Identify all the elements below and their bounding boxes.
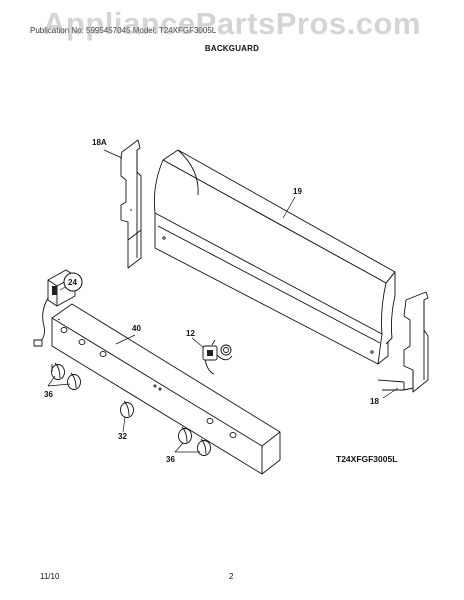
part-40-control-panel[interactable] [51, 303, 281, 475]
part-36-knob-left-2[interactable] [67, 372, 81, 390]
part-12-ignition-component[interactable] [202, 339, 233, 375]
section-title: BACKGUARD [204, 44, 260, 53]
callout-18[interactable]: 18 [370, 397, 379, 406]
callout-36-left[interactable]: 36 [44, 390, 53, 399]
callout-24-circle [63, 272, 83, 292]
callout-18a[interactable]: 18A [92, 138, 107, 147]
footer-page-number: 2 [229, 572, 234, 581]
callout-19[interactable]: 19 [293, 187, 302, 196]
part-32-knob[interactable] [120, 400, 134, 418]
part-36-knob-right-1[interactable] [178, 426, 192, 444]
part-18-right-bracket[interactable] [377, 291, 429, 393]
footer-date: 11/10 [40, 572, 60, 581]
part-24-switch[interactable] [33, 269, 76, 347]
callout-32[interactable]: 32 [118, 432, 127, 441]
model-code-label: T24XFGF3005L [336, 454, 398, 464]
part-19-backguard-panel[interactable] [153, 149, 396, 365]
part-36-knob-left-1[interactable] [51, 362, 65, 380]
part-36-knob-right-2[interactable] [197, 438, 211, 456]
leader-lines [47, 149, 399, 453]
callout-36-right[interactable]: 36 [166, 455, 175, 464]
publication-model-line: Publication No: 5995457045 Model: T24XFG… [30, 26, 217, 35]
callout-40[interactable]: 40 [132, 324, 141, 333]
callout-24[interactable]: 24 [68, 278, 77, 287]
watermark: AppliancePartsPros.com [43, 6, 421, 41]
part-18a-left-bracket[interactable] [120, 139, 142, 269]
callout-12[interactable]: 12 [186, 329, 195, 338]
